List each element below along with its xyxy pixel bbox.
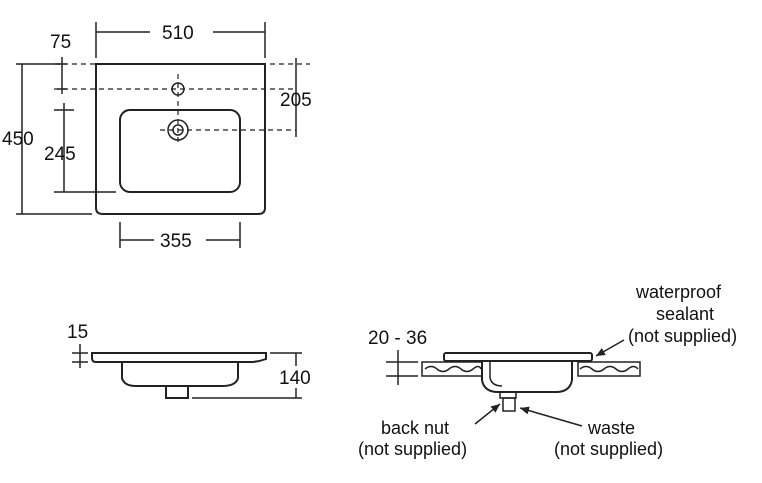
waste-leader <box>519 406 583 427</box>
dim-basin-depth-label: 245 <box>44 144 76 165</box>
dim-height-label: 140 <box>279 368 311 389</box>
sealant-label-2: sealant <box>656 304 714 324</box>
side-waste <box>165 386 189 399</box>
basin-outline <box>95 63 266 215</box>
back-nut-leader <box>474 403 501 425</box>
dim-worktop-label: 20 - 36 <box>368 328 427 349</box>
waste-label-1: waste <box>587 418 635 438</box>
back-nut-label-2: (not supplied) <box>358 439 467 459</box>
back-nut-label-1: back nut <box>381 418 449 438</box>
dim-basin-width-label: 355 <box>160 231 192 252</box>
waste-label-2: (not supplied) <box>554 439 663 459</box>
worktop-right <box>577 361 641 377</box>
bowl-outline <box>119 109 241 193</box>
installed-rim <box>443 352 593 362</box>
sealant-label-3: (not supplied) <box>628 326 737 346</box>
side-view: 15 140 <box>67 322 311 399</box>
installed-view: 20 - 36 waterproof sealant (not supplied… <box>358 282 737 459</box>
sealant-label-1: waterproof <box>635 282 722 302</box>
side-rim <box>91 352 267 363</box>
dim-tap-waste-label: 205 <box>280 90 312 111</box>
dim-width-label: 510 <box>162 23 194 44</box>
installed-bowl <box>481 361 573 393</box>
sealant-leader <box>595 339 625 357</box>
dim-rim-label: 15 <box>67 322 88 343</box>
dim-tap-offset-label: 75 <box>50 32 71 53</box>
dim-depth-label: 450 <box>2 129 34 150</box>
side-bowl <box>121 362 239 387</box>
top-view: 510 75 450 245 205 355 <box>2 22 312 252</box>
